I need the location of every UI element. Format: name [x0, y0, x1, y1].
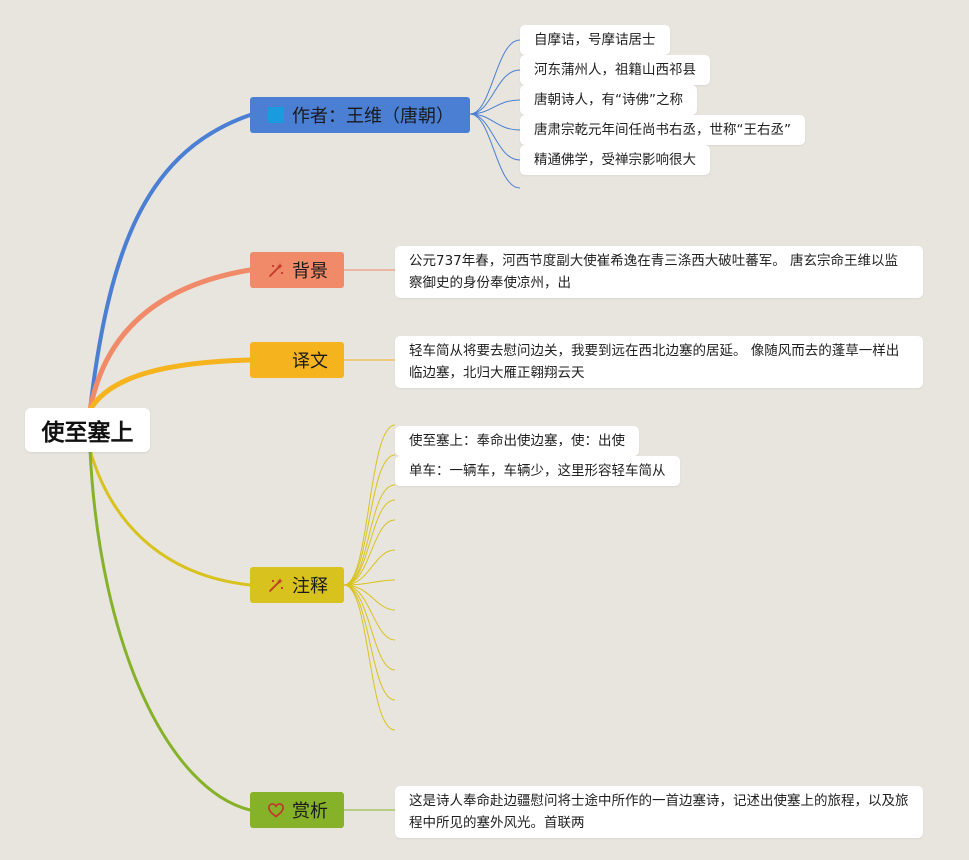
notes-item-2[interactable]: 单车：一辆车，车辆少，这里形容轻车简从: [395, 456, 680, 486]
heart-icon: [266, 800, 286, 820]
blank-icon-slot: [266, 350, 286, 370]
link-translation: [87, 357, 253, 413]
translation-text[interactable]: 轻车简从将要去慰问边关，我要到远在西北边塞的居延。 像随风而去的蓬草一样出临边塞…: [395, 336, 923, 388]
link-background: [87, 267, 253, 413]
author-item-3[interactable]: 唐朝诗人，有“诗佛”之称: [520, 85, 697, 115]
sparkle-icon: [266, 260, 286, 280]
root-topic[interactable]: 使至塞上: [25, 408, 150, 452]
notes-item-1[interactable]: 使至塞上：奉命出使边塞，使：出使: [395, 426, 639, 456]
branch-translation-label: 译文: [292, 351, 328, 372]
branch-appreciation-label: 赏析: [292, 801, 328, 822]
author-item-2[interactable]: 河东蒲州人，祖籍山西祁县: [520, 55, 710, 85]
branch-author-label: 作者：王维（唐朝）: [292, 106, 454, 127]
link-notes: [88, 448, 252, 587]
branch-translation[interactable]: 译文: [250, 342, 344, 378]
branch-background[interactable]: 背景: [250, 252, 344, 288]
author-item-1[interactable]: 自摩诘，号摩诘居士: [520, 25, 670, 55]
author-fan-lines: [469, 39, 521, 189]
notes-fan-lines: [343, 424, 396, 731]
appreciation-text[interactable]: 这是诗人奉命赴边疆慰问将士途中所作的一首边塞诗，记述出使塞上的旅程，以及旅程中所…: [395, 786, 923, 838]
branch-author[interactable]: 作者：王维（唐朝）: [250, 97, 470, 133]
author-item-5[interactable]: 精通佛学，受禅宗影响很大: [520, 145, 710, 175]
link-author: [88, 113, 252, 412]
root-topic-label: 使至塞上: [41, 420, 134, 446]
background-text[interactable]: 公元737年春，河西节度副大使崔希逸在青三涤西大破吐蕃军。 唐玄宗命王维以监察御…: [395, 246, 923, 298]
branch-appreciation[interactable]: 赏析: [250, 792, 344, 828]
author-item-4[interactable]: 唐肃宗乾元年间任尚书右丞，世称“王右丞”: [520, 115, 805, 145]
branch-notes[interactable]: 注释: [250, 567, 344, 603]
link-appreciation: [88, 448, 252, 812]
branch-notes-label: 注释: [292, 576, 328, 597]
blue-square-icon: [266, 105, 286, 125]
branch-background-label: 背景: [292, 261, 328, 282]
sparkle-icon: [266, 575, 286, 595]
